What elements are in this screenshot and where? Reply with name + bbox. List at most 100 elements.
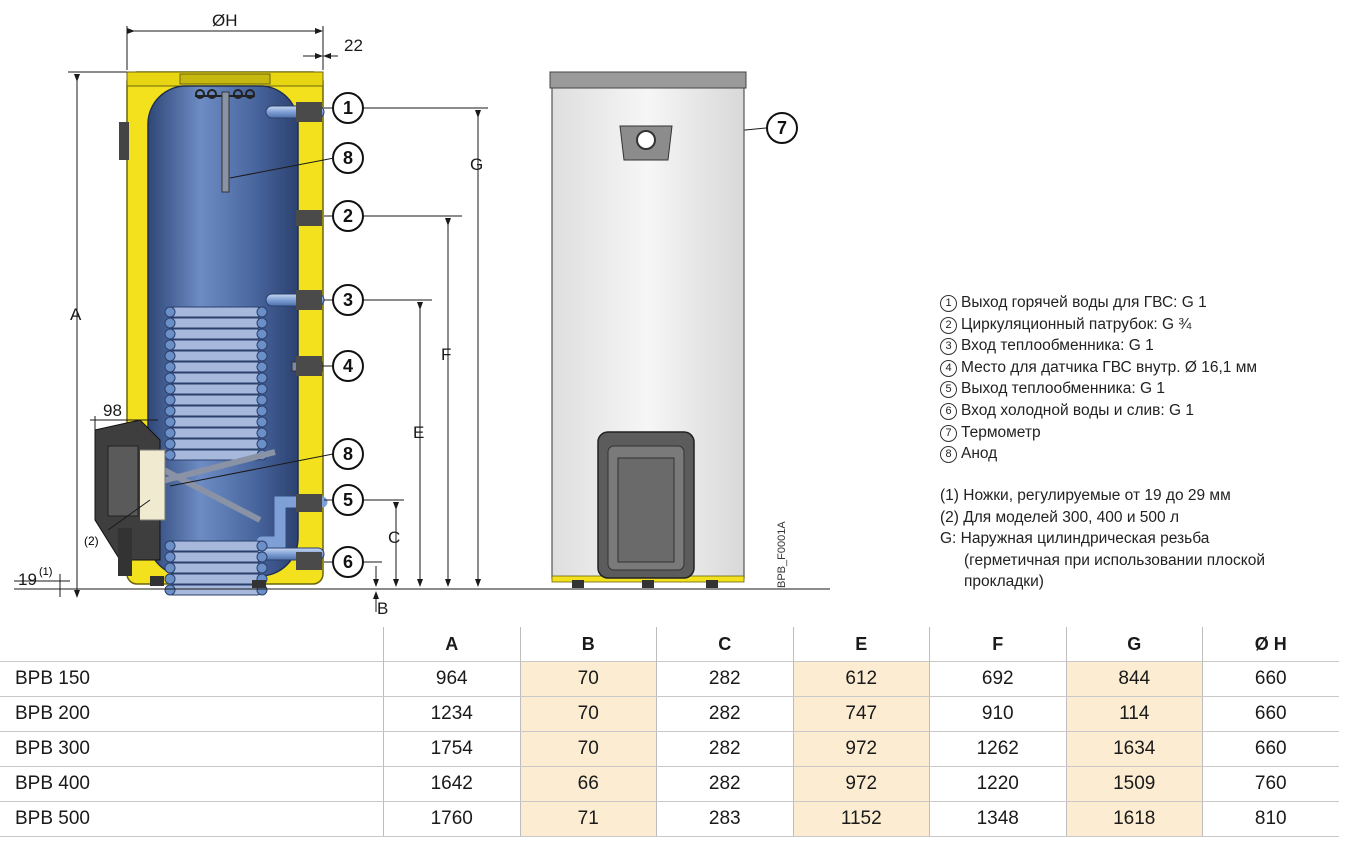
coil-turn: [167, 394, 263, 406]
dim-label-e: E: [413, 423, 424, 442]
coil-end: [256, 405, 268, 417]
legend-number: 4: [940, 359, 957, 377]
table-cell: 1642: [383, 766, 520, 802]
callout-5: 5: [332, 484, 364, 516]
legend-number: 5: [940, 381, 957, 399]
table-cell: 1754: [383, 731, 520, 767]
exterior-view: [549, 71, 747, 588]
table-cell: 692: [929, 661, 1066, 697]
legend-number: 6: [940, 402, 957, 420]
table-cell: 1262: [929, 731, 1066, 767]
table-cell: 760: [1202, 766, 1339, 802]
note-line: (1) Ножки, регулируемые от 19 до 29 мм: [940, 487, 1231, 504]
legend-number: 2: [940, 316, 957, 334]
dim-label-19: 19: [18, 570, 37, 589]
dim-label-22: 22: [344, 36, 363, 55]
coil-end: [164, 394, 176, 406]
coil-turn: [167, 372, 263, 384]
coil-turn: [167, 317, 263, 329]
coil-turn: [167, 551, 263, 563]
coil-end: [256, 350, 268, 362]
note-line: (герметичная при использовании плоской: [964, 551, 1266, 569]
dim-label-a: A: [70, 305, 82, 324]
table-cell: 70: [519, 696, 657, 732]
legend-number: 8: [940, 446, 957, 464]
dim-label-b: B: [377, 599, 388, 618]
legend-number: 7: [940, 424, 957, 442]
note-line: прокладки): [964, 573, 1044, 591]
legend-number: 1: [940, 295, 957, 312]
coil-end: [164, 573, 176, 585]
coil-end: [256, 562, 268, 574]
dim-label-98: 98: [103, 401, 122, 420]
coil-end: [164, 372, 176, 384]
table-cell: 282: [656, 766, 793, 802]
table-cell: 972: [792, 766, 930, 802]
coil-turn: [167, 584, 263, 596]
table-cell: 282: [656, 661, 793, 697]
coil-end: [164, 449, 176, 461]
callout-1: 1: [332, 92, 364, 124]
coil-end: [164, 317, 176, 329]
legend-text: Циркуляционный патрубок: G ¾: [961, 315, 1192, 333]
coil-turn: [167, 416, 263, 428]
svg-text:6: 6: [343, 552, 353, 572]
dimension-text: ØH 22 A G F E C B 98 19 (1) (2): [18, 11, 483, 618]
coil-end: [256, 339, 268, 351]
coil-end: [164, 584, 176, 596]
table-header-e: E: [792, 627, 930, 662]
table-row: BPB 200 1234 70 282 747 910 114 660: [0, 696, 1339, 732]
legend-text: Вход теплообменника: G 1: [961, 337, 1154, 355]
table-cell: 660: [1202, 696, 1339, 732]
callout-2: 2: [332, 200, 364, 232]
table-header-a: A: [383, 627, 520, 662]
table-header-blank: [0, 627, 384, 662]
callout-6: 6: [332, 546, 364, 578]
table-header-g: G: [1065, 627, 1203, 662]
coil-end: [256, 328, 268, 340]
svg-text:7: 7: [777, 118, 787, 138]
table-header-c: C: [656, 627, 793, 662]
coil-turn: [167, 438, 263, 450]
table-cell: 660: [1202, 661, 1339, 697]
table-header-f: F: [929, 627, 1066, 662]
note-line: G: Наружная цилиндрическая резьба: [940, 530, 1210, 548]
notes: (1) Ножки, регулируемые от 19 до 29 мм (…: [940, 485, 1265, 593]
callout-4: 4: [332, 350, 364, 382]
coil-end: [164, 306, 176, 318]
callout-8-top: 8: [332, 142, 364, 174]
table-cell: 810: [1202, 801, 1339, 837]
coil-turn: [167, 405, 263, 417]
table-cell: 282: [656, 696, 793, 732]
svg-text:3: 3: [343, 290, 353, 310]
table-row: BPB 400 1642 66 282 972 1220 1509 760: [0, 766, 1339, 802]
svg-text:4: 4: [343, 356, 353, 376]
coil-end: [164, 551, 176, 563]
coil-turn: [167, 328, 263, 340]
table-cell: 1760: [383, 801, 520, 837]
table-cell: 964: [383, 661, 520, 697]
table-header-b: B: [519, 627, 657, 662]
callout-8-bottom: 8: [332, 438, 364, 470]
coil-turn: [167, 350, 263, 362]
coil-end: [256, 317, 268, 329]
legend-text: Анод: [961, 445, 998, 463]
table-cell: 1234: [383, 696, 520, 732]
coil-end: [256, 306, 268, 318]
svg-text:5: 5: [343, 490, 353, 510]
model-name: BPB 300: [0, 731, 384, 767]
svg-text:1: 1: [343, 98, 353, 118]
note-line: (2) Для моделей 300, 400 и 500 л: [940, 508, 1180, 526]
table-cell: 660: [1202, 731, 1339, 767]
legend-text: Выход горячей воды для ГВС: G 1: [961, 294, 1207, 311]
svg-text:8: 8: [343, 444, 353, 464]
coil-end: [256, 438, 268, 450]
dim-label-f: F: [441, 345, 451, 364]
table-cell: 747: [792, 696, 930, 732]
table-header-h: Ø H: [1202, 627, 1339, 662]
legend-number: 3: [940, 338, 957, 356]
coil-end: [164, 416, 176, 428]
table-cell: 1634: [1065, 731, 1203, 767]
